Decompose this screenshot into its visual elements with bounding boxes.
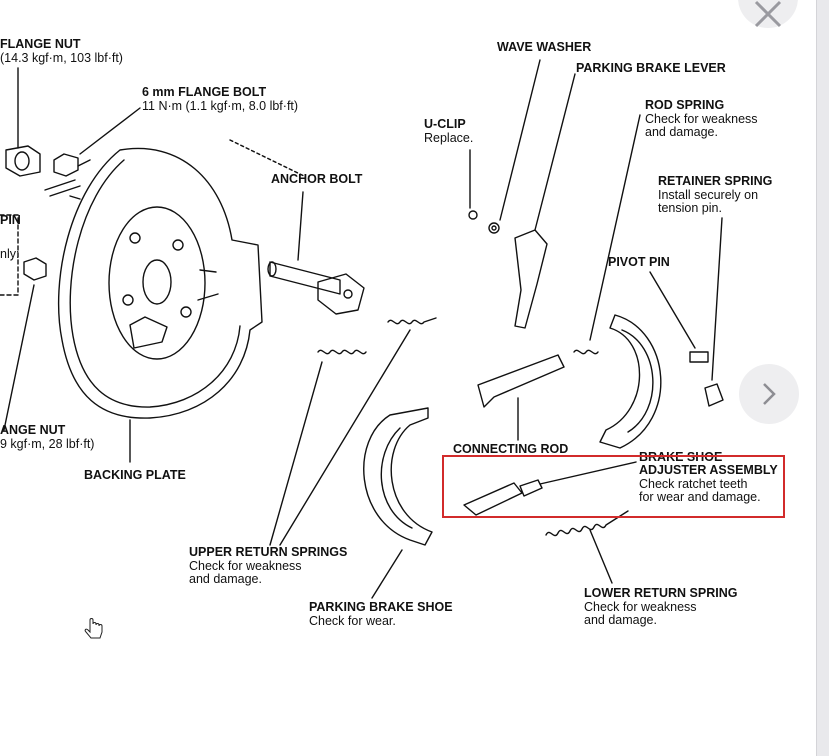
label-pin: PIN <box>0 213 21 227</box>
label-parking-brake-shoe: PARKING BRAKE SHOE Check for wear. <box>309 600 453 628</box>
upper-spring-b <box>387 317 437 325</box>
label-anchor-bolt: ANCHOR BOLT <box>271 172 363 186</box>
label-lower-return-spring: LOWER RETURN SPRING Check for weakness a… <box>584 586 738 627</box>
next-image-button[interactable] <box>739 364 799 424</box>
label-flange-nut-top: FLANGE NUT (14.3 kgf·m, 103 lbf·ft) <box>0 37 123 65</box>
brake-shoe-part <box>599 314 662 449</box>
lower-return-spring-part <box>545 510 629 537</box>
flange-bolt-part <box>53 107 141 177</box>
label-wave-washer: WAVE WASHER <box>497 40 592 54</box>
vertical-scrollbar[interactable] <box>816 0 829 756</box>
label-adjuster-assembly: ADJUSTER ASSEMBLY Check ratchet teeth fo… <box>639 463 778 504</box>
anchor-bolt-part <box>267 191 365 315</box>
pin-part <box>44 179 81 200</box>
label-retainer-spring: RETAINER SPRING Install securely on tens… <box>658 174 773 215</box>
connecting-rod-part <box>477 354 565 408</box>
label-backing-plate: BACKING PLATE <box>84 468 186 482</box>
rod-spring-part <box>573 349 599 355</box>
close-button[interactable] <box>738 0 798 28</box>
chevron-right-icon <box>763 383 776 405</box>
label-parking-brake-lever: PARKING BRAKE LEVER <box>576 61 726 75</box>
backing-plate-part <box>57 147 263 419</box>
parking-brake-shoe-part <box>363 407 433 546</box>
label-u-clip: U-CLIP Replace. <box>424 117 474 145</box>
label-pivot-pin: PIVOT PIN <box>608 255 670 269</box>
upper-spring-a <box>317 349 367 355</box>
label-rod-spring: ROD SPRING Check for weakness and damage… <box>645 98 758 139</box>
close-icon <box>754 0 782 28</box>
label-connecting-rod: CONNECTING ROD <box>453 442 569 456</box>
flange-nut-top-part <box>5 67 41 177</box>
parking-brake-lever-part <box>514 229 548 329</box>
label-brake-shoe: BRAKE SHOE <box>639 450 723 464</box>
flange-nut-bottom-part <box>23 257 47 281</box>
adjuster-highlight-box <box>442 455 785 518</box>
adjuster-assembly-part <box>463 479 543 516</box>
hand-cursor-icon <box>84 618 103 639</box>
retainer-spring-part <box>704 383 724 407</box>
label-only-partial: nly: <box>0 247 20 261</box>
label-upper-return-springs: UPPER RETURN SPRINGS Check for weakness … <box>189 545 348 586</box>
label-flange-bolt: 6 mm FLANGE BOLT 11 N·m (1.1 kgf·m, 8.0 … <box>142 85 299 113</box>
pivot-pin-part <box>689 351 709 363</box>
label-flange-nut-bottom: ANGE NUT 9 kgf·m, 28 lbf·ft) <box>0 423 95 451</box>
